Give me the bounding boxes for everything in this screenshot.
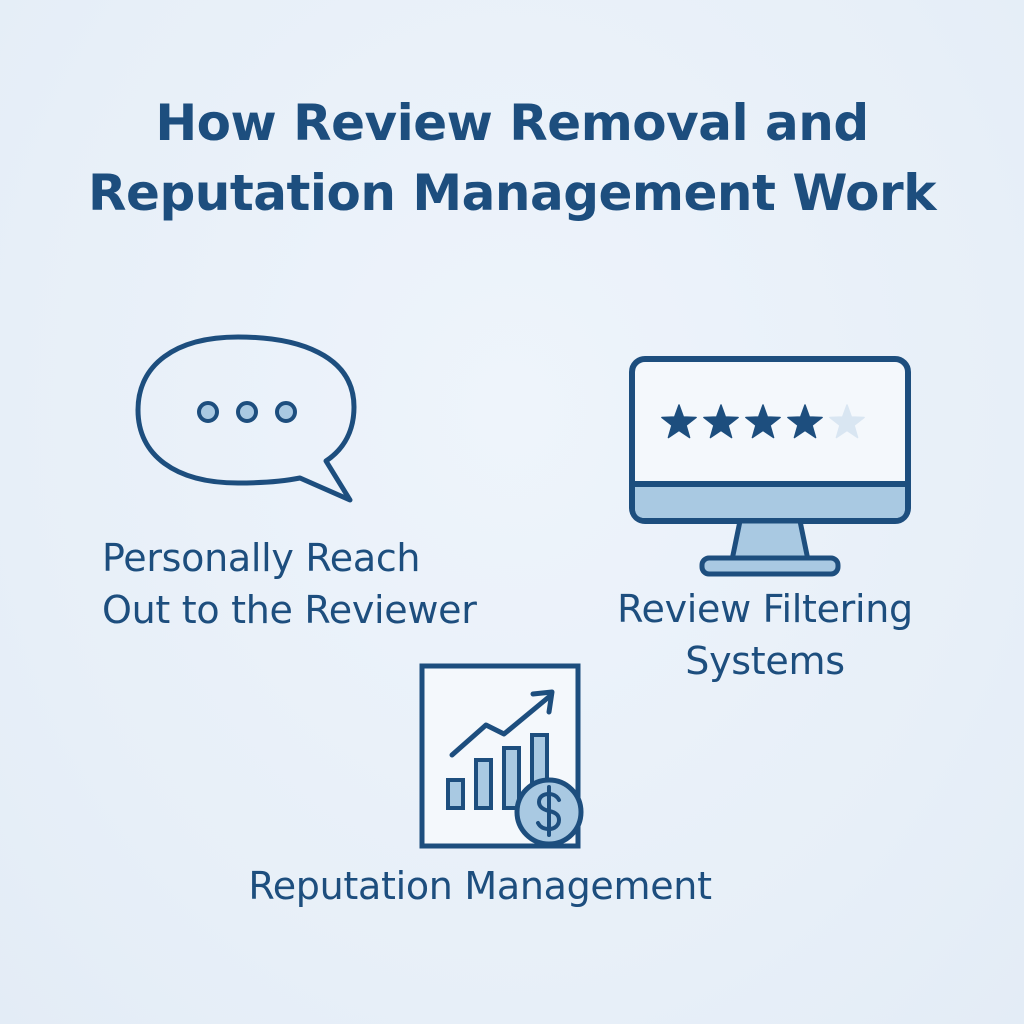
chat-dot-2 [236, 401, 258, 423]
chart-bar-1 [446, 778, 465, 810]
star-rating [661, 404, 865, 439]
monitor-star-rating-icon [629, 356, 911, 577]
trend-line [449, 693, 553, 758]
label-filtering-line-2: Systems [685, 639, 845, 683]
chat-dot-1 [197, 401, 219, 423]
monitor-base [699, 555, 841, 577]
monitor-bezel [635, 484, 905, 518]
chart-bar-2 [474, 758, 493, 810]
chat-bubble-icon [135, 334, 357, 503]
chart-bar-3 [502, 746, 521, 810]
label-reputation: Reputation Management [180, 860, 780, 912]
trend-arrow-head [530, 689, 555, 715]
growth-chart-dollar-icon [419, 663, 584, 849]
star-filled-icon [703, 404, 739, 439]
label-reach-out-line-2: Out to the Reviewer [102, 588, 477, 632]
star-filled-icon [745, 404, 781, 439]
label-reach-out: Personally Reach Out to the Reviewer [102, 532, 477, 636]
chat-bubble-outline [135, 334, 357, 503]
page-title: How Review Removal and Reputation Manage… [0, 88, 1024, 228]
title-line-1: How Review Removal and [155, 94, 869, 152]
label-reputation-line-1: Reputation Management [248, 864, 712, 908]
monitor-stand [729, 518, 811, 563]
label-filtering: Review Filtering Systems [590, 583, 940, 687]
star-empty-icon [829, 404, 865, 439]
title-line-2: Reputation Management Work [88, 164, 936, 222]
chat-dot-3 [275, 401, 297, 423]
star-filled-icon [787, 404, 823, 439]
star-filled-icon [661, 404, 697, 439]
label-reach-out-line-1: Personally Reach [102, 536, 421, 580]
label-filtering-line-1: Review Filtering [617, 587, 913, 631]
